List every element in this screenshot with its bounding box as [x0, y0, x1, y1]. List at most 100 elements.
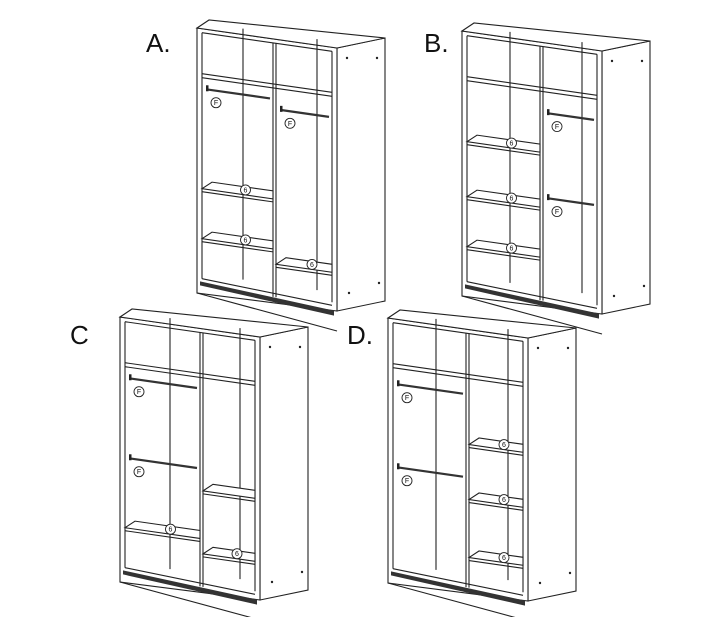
rod-bracket	[397, 463, 400, 470]
variant-label-d: D.	[347, 320, 373, 350]
callout-circle	[498, 552, 510, 564]
rod-callout: F	[401, 392, 413, 404]
shelf-callout-label: 6	[169, 527, 173, 534]
shelf-callout: 6	[240, 184, 251, 196]
callout-circle	[506, 192, 517, 204]
screw-dot	[536, 346, 540, 350]
screw-dot	[568, 571, 572, 575]
variant-label-a: A.	[146, 28, 171, 58]
side-panel	[259, 326, 309, 601]
screw-dot	[298, 345, 302, 349]
base	[201, 278, 333, 306]
screw-dot	[640, 59, 644, 63]
shelf	[123, 520, 201, 540]
callout-circle	[401, 475, 413, 487]
rod-bracket	[129, 454, 132, 461]
top-shelf	[392, 363, 524, 383]
door-track	[465, 284, 599, 319]
screw-dot	[566, 346, 570, 350]
top-shelf	[124, 362, 256, 382]
callout-circle	[306, 258, 318, 270]
top-rail	[124, 321, 256, 341]
screw-dot	[268, 345, 272, 349]
base	[466, 281, 598, 309]
rod-callout-label: F	[137, 389, 141, 396]
door-track	[123, 570, 257, 605]
callout-circle	[401, 392, 413, 404]
rod-callout-label: F	[288, 121, 292, 128]
rod-callout-label: F	[405, 395, 409, 402]
shelf-callout: 6	[498, 552, 510, 564]
top-shelf	[466, 76, 598, 96]
rod-callout: F	[133, 466, 145, 478]
screw-dot	[345, 56, 349, 60]
hanging-rod	[129, 457, 198, 470]
shelf-callout: 6	[498, 494, 510, 506]
plinth	[387, 582, 516, 617]
base	[392, 568, 524, 596]
shelf-callout: 6	[498, 439, 510, 451]
shelf-edge	[124, 530, 201, 542]
callout-circle	[498, 494, 510, 506]
side-panel	[601, 40, 651, 315]
screw-dot	[538, 581, 542, 585]
top-shelf-edge	[201, 77, 333, 97]
door-track	[200, 281, 334, 316]
rod-callout: F	[551, 121, 563, 133]
shelf	[465, 189, 541, 208]
rod-callout: F	[401, 475, 413, 487]
shelf-edge	[202, 556, 256, 565]
rod-bracket	[397, 380, 400, 387]
plinth	[196, 292, 338, 332]
plinth	[119, 581, 252, 617]
top-rail	[392, 322, 524, 342]
shelf	[465, 134, 541, 153]
shelf-callout-label: 6	[502, 497, 506, 504]
shelf-callout-label: 6	[510, 196, 514, 203]
hanging-rod	[280, 108, 330, 118]
rod-callout-label: F	[555, 124, 559, 131]
screw-dot	[642, 284, 646, 288]
shelf-callout: 6	[506, 137, 517, 149]
top-panel	[195, 19, 386, 49]
shelf-edge	[466, 249, 541, 261]
callout-circle	[231, 548, 243, 560]
top-rail	[201, 32, 333, 52]
callout-circle	[165, 523, 176, 535]
shelf	[200, 231, 274, 250]
hanging-rod	[547, 197, 595, 206]
shelf-edge	[466, 144, 541, 156]
rod-callout: F	[133, 386, 145, 398]
screw-dot	[612, 294, 616, 298]
door-track	[391, 571, 525, 606]
shelf-callout-label: 6	[310, 262, 314, 269]
callout-circle	[133, 466, 145, 478]
wardrobe-a: F 6 6 F 6	[195, 19, 386, 332]
top-panel	[386, 309, 577, 339]
hanging-rod	[397, 466, 464, 478]
callout-circle	[240, 184, 251, 196]
rod-bracket	[547, 109, 550, 116]
top-panel	[118, 308, 309, 338]
shelf-callout-label: 6	[502, 442, 506, 449]
rod-callout-label: F	[137, 469, 141, 476]
shelf-callout-label: 6	[244, 237, 248, 244]
shelf-callout-label: 6	[244, 187, 248, 194]
screw-dot	[377, 281, 381, 285]
shelf	[200, 181, 274, 200]
screw-dot	[270, 580, 274, 584]
callout-circle	[506, 137, 517, 149]
callout-circle	[284, 117, 296, 129]
hanging-rod	[547, 112, 595, 121]
rod-callout-label: F	[214, 100, 218, 107]
rod-callout: F	[284, 117, 296, 129]
shelf-edge	[468, 502, 524, 511]
shelf-callout-label: 6	[502, 555, 506, 562]
rod-callout: F	[551, 206, 563, 218]
shelf-edge	[466, 199, 541, 211]
shelf-callout: 6	[506, 242, 517, 254]
hanging-rod	[129, 377, 198, 390]
shelf-callout-label: 6	[510, 141, 514, 148]
